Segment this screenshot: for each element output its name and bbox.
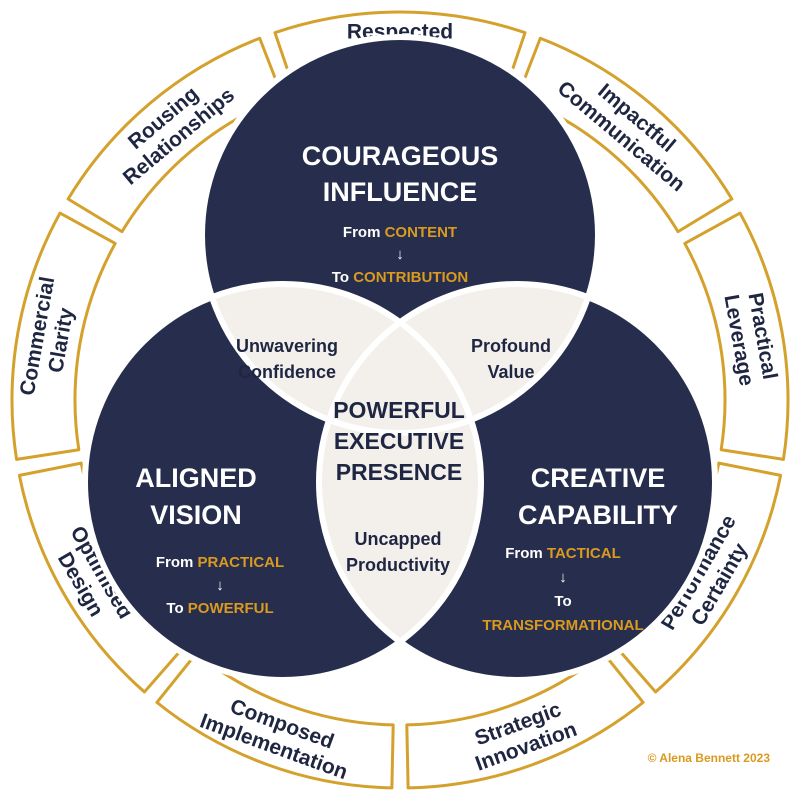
circle-right-title-line-2: CAPABILITY	[518, 500, 678, 530]
overlap-bottom-line-2: Productivity	[346, 555, 450, 575]
center-line-3: PRESENCE	[336, 459, 463, 485]
circle-top-to: To CONTRIBUTION	[332, 269, 468, 286]
ring-segment	[516, 36, 734, 234]
circle-right-from: From TACTICAL	[505, 545, 621, 562]
circle-outlines	[82, 34, 718, 683]
circle-right-title-line-1: CREATIVE	[531, 463, 666, 493]
center-line-1: POWERFUL	[333, 397, 465, 423]
center-line-2: EXECUTIVE	[334, 428, 464, 454]
overlap-top-left-line-1: Unwavering	[236, 336, 338, 356]
circle-top-title-line-2: INFLUENCE	[323, 177, 478, 207]
ring-segment	[10, 211, 117, 461]
circle-right-to-word: TRANSFORMATIONAL	[482, 617, 643, 634]
circle-left-title-line-1: ALIGNED	[135, 463, 257, 493]
ring-segment	[683, 211, 790, 461]
ring-segment	[66, 36, 284, 234]
circle-right-to-prefix: To	[554, 593, 571, 610]
outer-ring: RespectedInsightImpactfulCommunicationPr…	[10, 10, 790, 790]
center-label: POWERFUL EXECUTIVE PRESENCE	[333, 397, 465, 485]
circle-top-text: COURAGEOUS INFLUENCE From CONTENT ↓ To C…	[302, 141, 499, 286]
venn-overlaps	[202, 284, 598, 680]
copyright-notice: © Alena Bennett 2023	[648, 751, 771, 765]
circle-top-title-line-1: COURAGEOUS	[302, 141, 499, 171]
overlap-bottom-line-1: Uncapped	[354, 529, 441, 549]
overlap-top-right-line-2: Value	[487, 362, 534, 382]
circle-top-arrow: ↓	[396, 246, 404, 263]
circle-left-from: From PRACTICAL	[156, 554, 284, 571]
circle-left-to: To POWERFUL	[166, 600, 273, 617]
overlap-bottom	[319, 284, 481, 680]
overlap-top-right-line-1: Profound	[471, 336, 551, 356]
overlap-labels: Unwavering Confidence Profound Value Unc…	[236, 336, 551, 575]
overlap-top-left-line-2: Confidence	[238, 362, 336, 382]
circle-top-from: From CONTENT	[343, 224, 457, 241]
circle-left-arrow: ↓	[216, 577, 224, 594]
circle-left-text: ALIGNED VISION From PRACTICAL ↓ To POWER…	[135, 463, 284, 617]
ring-segment	[405, 651, 645, 790]
ring-segment	[155, 651, 395, 790]
circle-right-text: CREATIVE CAPABILITY From TACTICAL ↓ To T…	[482, 463, 678, 634]
circle-left-title-line-2: VISION	[150, 500, 242, 530]
circle-right-arrow: ↓	[559, 569, 567, 586]
